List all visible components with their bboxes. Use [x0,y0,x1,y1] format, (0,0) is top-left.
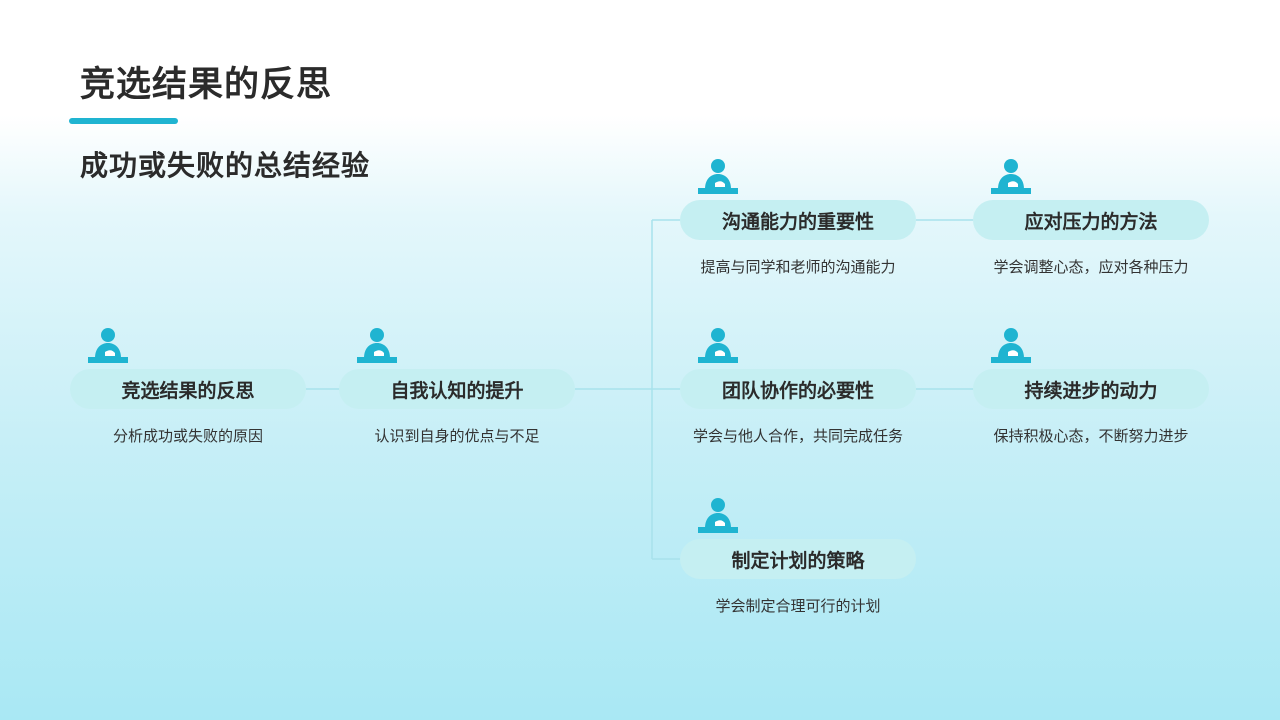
node-description: 认识到自身的优点与不足 [374,427,540,445]
slide-subtitle: 成功或失败的总结经验 [80,149,371,182]
person-at-desk-icon [991,328,1031,363]
person-at-desk-icon [88,328,128,363]
person-at-desk-icon [698,159,738,194]
person-at-desk-icon [698,498,738,533]
node-label: 沟通能力的重要性 [680,200,916,240]
title-accent-bar [69,118,178,124]
node-description: 提高与同学和老师的沟通能力 [700,258,896,276]
person-at-desk-icon [357,328,397,363]
person-at-desk-icon [991,159,1031,194]
node-description: 学会制定合理可行的计划 [715,597,881,615]
node-description: 学会与他人合作，共同完成任务 [692,427,903,445]
node-description: 分析成功或失败的原因 [112,427,263,445]
node-description: 保持积极心态，不断努力进步 [993,427,1189,445]
node-label: 竞选结果的反思 [70,369,306,409]
node-label: 团队协作的必要性 [680,369,916,409]
node-label: 持续进步的动力 [973,369,1209,409]
person-at-desk-icon [698,328,738,363]
slide-title: 竞选结果的反思 [80,65,333,105]
node-label: 自我认知的提升 [339,369,575,409]
node-label: 制定计划的策略 [680,539,916,579]
node-description: 学会调整心态，应对各种压力 [993,258,1189,276]
node-label: 应对压力的方法 [973,200,1209,240]
